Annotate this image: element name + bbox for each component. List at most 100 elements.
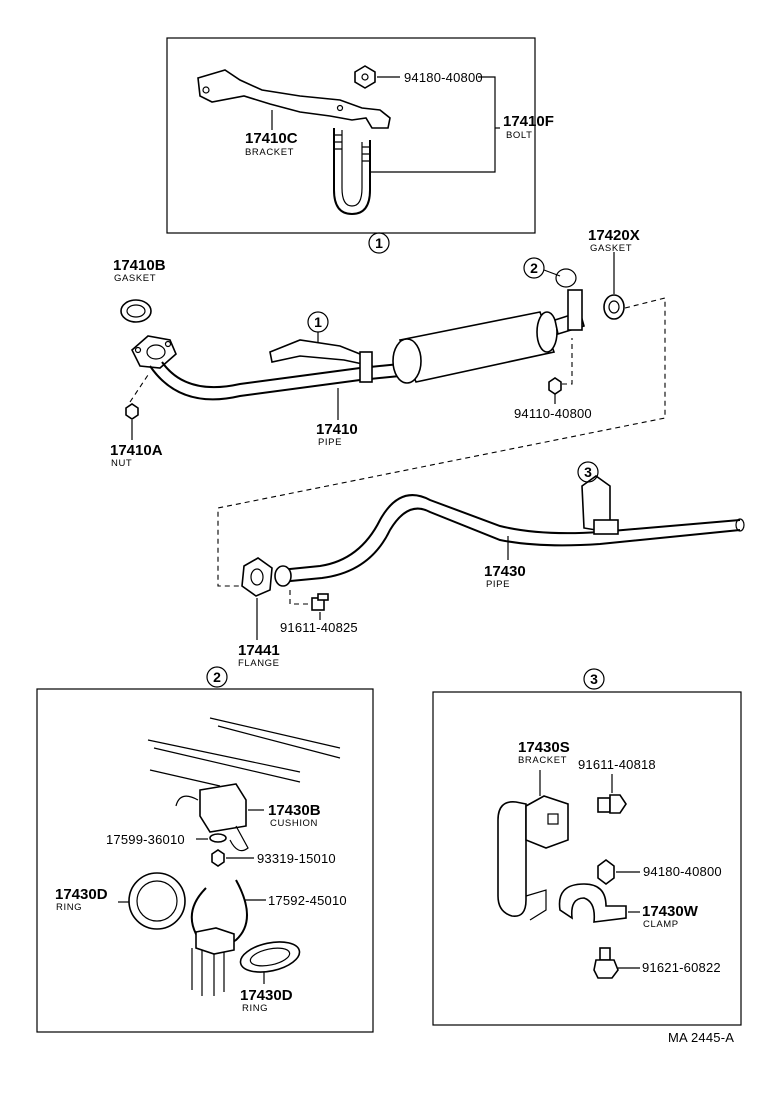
ring2-inner [249, 947, 291, 967]
label-gasket-rear-no: 17420X [588, 227, 640, 244]
muffler-rear-end [536, 311, 558, 353]
hanger-rods [191, 948, 225, 996]
label-bolt: 91611-40818 [578, 757, 656, 772]
callout-3-label: 3 [584, 464, 592, 480]
label-bracket-name: BRACKET [518, 755, 567, 766]
label-ring2-no: 17430D [240, 987, 293, 1004]
pipe-17430-front-end [274, 565, 292, 587]
label-bracket-no: 17410C [245, 130, 298, 147]
label-pipe-front-no: 17410 [316, 421, 358, 438]
cushion-straps [175, 795, 249, 852]
pipe-17430-end [735, 518, 745, 532]
diagram-code: MA 2445-A [668, 1030, 734, 1045]
detail-box-1-frame [166, 37, 536, 234]
label-clamp-name: CLAMP [643, 919, 679, 930]
label-bolt-no: 17410F [503, 113, 554, 130]
label-pipe-front-name: PIPE [318, 437, 342, 448]
label-bracket-no: 17430S [518, 739, 570, 756]
pipe-17430-bottom-edge [279, 507, 741, 583]
bracket-17430s-block [525, 795, 569, 849]
callout-1-circle [368, 232, 390, 254]
detail-box-1: 94180-40800 17410F BOLT 17410C BRACKET 1 [166, 37, 554, 254]
label-flange-name: FLANGE [238, 658, 280, 669]
bracket-17410c-shape [197, 69, 391, 129]
bolt-91611-40825-shank [317, 593, 329, 601]
pipe-17410-top-edge [149, 365, 401, 401]
bolt-91621-60822-head [593, 959, 619, 979]
callout-2b-circle [206, 666, 228, 688]
label-pipe-rear-no: 17430 [484, 563, 526, 580]
floor-panel-lines [147, 717, 341, 787]
gasket-inner [608, 300, 620, 314]
washer-17599-shape [209, 833, 227, 843]
gasket-17410b-shape [120, 299, 152, 323]
detail-box-2: 2 17430B CUSHION 17599-36010 93319-15010… [36, 666, 374, 1033]
flange-hole [134, 346, 142, 354]
bracket-rubber [547, 813, 559, 825]
label-flange-no: 17441 [238, 642, 280, 659]
label-bracket-name: BRACKET [245, 147, 294, 158]
label-ring1-name: RING [56, 902, 82, 913]
label-nut2: 94110-40800 [514, 406, 592, 421]
nut-hole [361, 73, 369, 81]
clamp-17430w-shape [558, 883, 627, 923]
pipe-clamp-shape [359, 351, 373, 383]
pipe-17410-bottom-edge [161, 361, 401, 389]
dash-assembly-link [217, 297, 666, 587]
bolt-91611-40818-head [609, 794, 627, 814]
front-flange-bore [146, 344, 166, 360]
muffler-body [398, 311, 556, 383]
rear-clamp [593, 519, 619, 535]
muffler-front-end [392, 338, 422, 384]
bracket-hole [202, 86, 210, 94]
label-gasket-rear-name: GASKET [590, 243, 632, 254]
u-bolt-threads [334, 134, 370, 162]
label-clamp-no: 17430W [642, 903, 699, 920]
label-ring2-name: RING [242, 1003, 268, 1014]
cushion-17430b-shape [199, 783, 247, 833]
hanger-straps [195, 927, 235, 955]
nut-17410a-shape [125, 403, 139, 420]
nut-94110-40800-shape [548, 377, 562, 395]
u-bolt-17410f-shape [333, 128, 371, 216]
callout-1b-label: 1 [314, 314, 322, 330]
flange-17441-shape [241, 557, 273, 597]
flange-hole [164, 340, 172, 348]
label-bolt-name: BOLT [506, 130, 533, 141]
bolt-91611-40818-shank [597, 797, 611, 813]
label-nut-94180-40800: 94180-40800 [404, 70, 483, 85]
ring2-17430d-shape [239, 941, 301, 973]
label-ring1-no: 17430D [55, 886, 108, 903]
flange-bore [250, 568, 264, 586]
label-cushion-no: 17430B [268, 802, 321, 819]
detail-box-3: 3 17430S BRACKET 91611-40818 94180-40800… [432, 668, 742, 1026]
leader [543, 269, 561, 277]
label-gasket-front-name: GASKET [114, 273, 156, 284]
bolt-91621-60822-shank [599, 947, 611, 961]
callout-2-circle [523, 257, 545, 279]
callout-3-circle [577, 461, 599, 483]
pipe-hanger-bracket [269, 339, 374, 368]
label-nut: 94180-40800 [643, 864, 722, 879]
label-part-b: 93319-15010 [257, 851, 336, 866]
callout-2b-label: 2 [213, 669, 221, 685]
callout-3b-label: 3 [590, 671, 598, 687]
label-part-c: 17592-45010 [268, 893, 347, 908]
label-bolt2: 91611-40825 [280, 620, 358, 635]
nut-94180-40800-shape [354, 65, 376, 89]
dash-nut-to-flange [129, 371, 151, 403]
bracket-17430s-strap [497, 801, 527, 917]
dash-nut-to-hanger [562, 338, 573, 385]
callout-1-label: 1 [375, 235, 383, 251]
bracket-hole [336, 104, 344, 112]
gasket-inner [126, 304, 146, 318]
ring-inner [136, 880, 178, 922]
rear-hanger-ring [555, 268, 577, 288]
nut-94180-40800-shape-2 [597, 859, 615, 885]
nut-93319-shape [211, 849, 225, 867]
bracket-foot [525, 889, 547, 921]
detail-box-2-frame [36, 688, 374, 1033]
label-bolt2: 91621-60822 [642, 960, 721, 975]
